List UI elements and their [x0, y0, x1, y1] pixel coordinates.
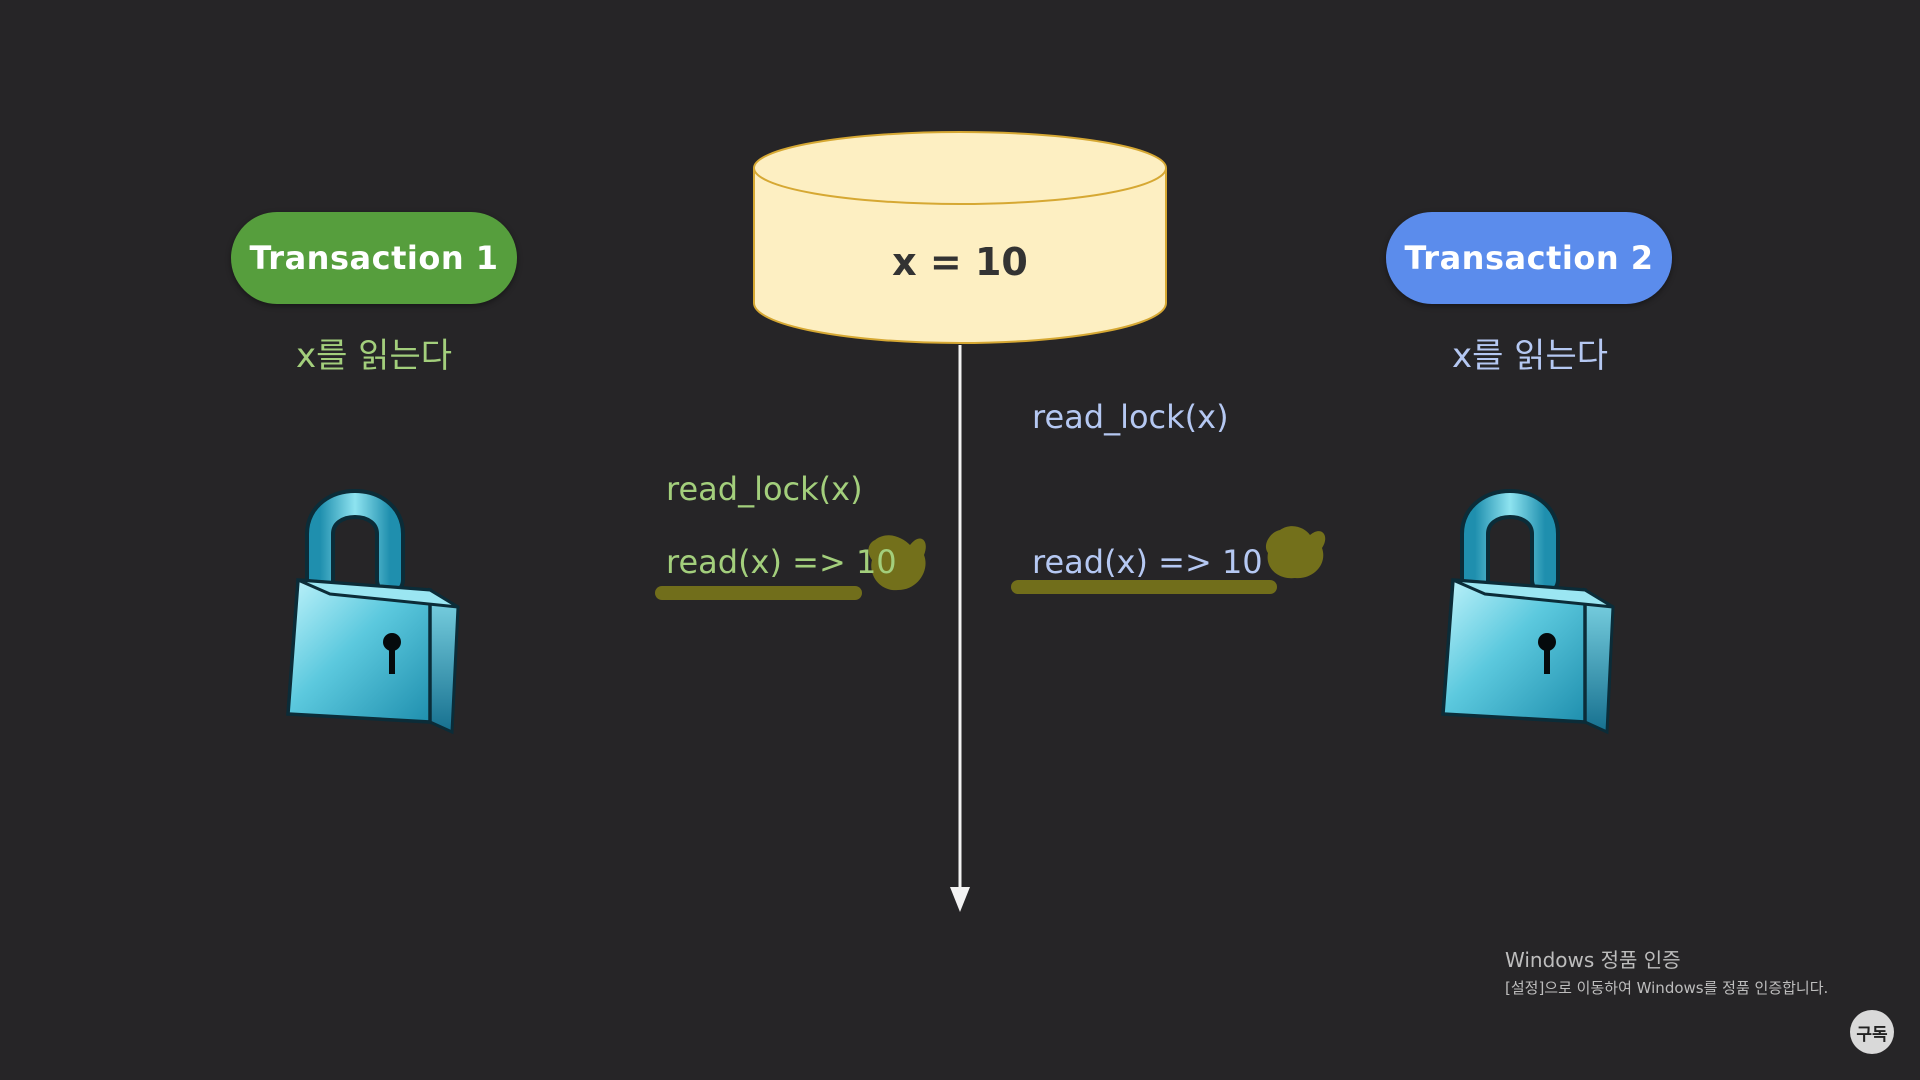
transaction-2-label: Transaction 2 — [1386, 212, 1672, 304]
highlight-blob-2 — [1265, 526, 1326, 579]
transaction-1-label: Transaction 1 — [231, 212, 517, 304]
database-cylinder — [753, 131, 1167, 344]
t2-read-op: read(x) => 10 — [1032, 543, 1263, 581]
t2-read-lock-op: read_lock(x) — [1032, 398, 1229, 436]
padlock-icon-1 — [288, 504, 458, 732]
transaction-2-caption: x를 읽는다 — [1451, 336, 1609, 376]
database-value: x = 10 — [892, 240, 1028, 284]
t1-read-op: read(x) => 10 — [666, 543, 897, 581]
watermark-subtitle: [설정]으로 이동하여 Windows를 정품 인증합니다. — [1505, 979, 1829, 997]
windows-activation-watermark: Windows 정품 인증 [설정]으로 이동하여 Windows를 정품 인증… — [1505, 944, 1828, 998]
highlight-blob-1 — [868, 535, 926, 591]
subscribe-button[interactable]: 구독 — [1850, 1010, 1894, 1054]
watermark-title: Windows 정품 인증 — [1505, 948, 1681, 972]
t1-read-lock-op: read_lock(x) — [666, 470, 863, 508]
timeline-arrowhead — [950, 887, 970, 912]
transaction-1-caption: x를 읽는다 — [295, 336, 453, 376]
padlock-icon-2 — [1443, 504, 1613, 732]
